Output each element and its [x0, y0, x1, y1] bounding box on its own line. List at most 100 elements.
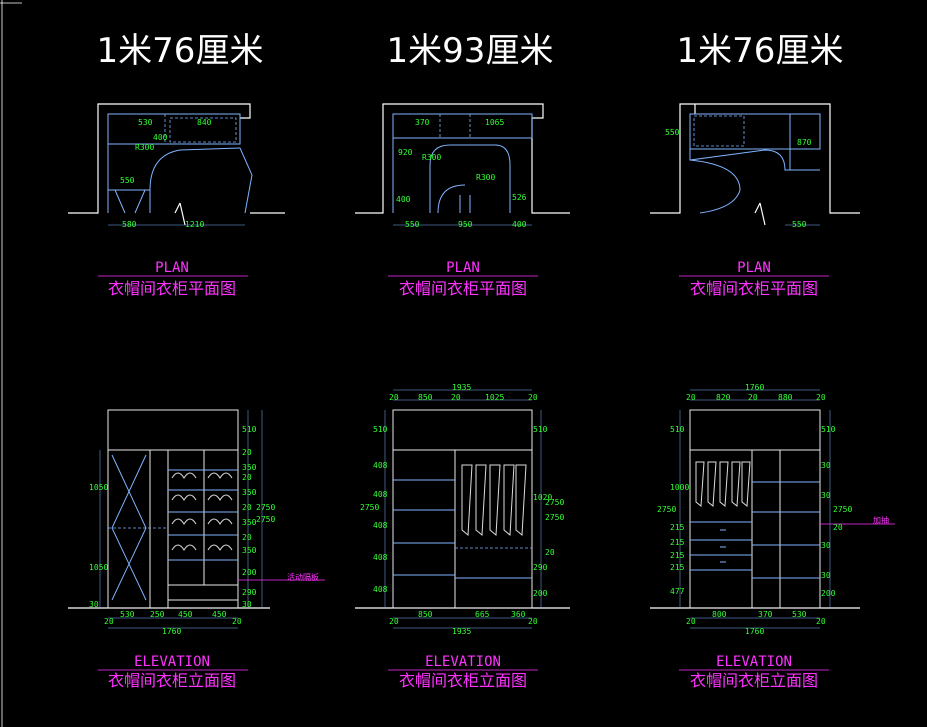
plan1-dim: 580: [122, 220, 137, 229]
elev3-label-en: ELEVATION: [716, 654, 792, 670]
elev2-top-dim: 20: [528, 393, 538, 402]
elev2-left-dim: 510: [373, 425, 388, 434]
elev3-top-dim: 20: [816, 393, 826, 402]
plan-1: 530 840 400 R300 550 580 1210 PLAN 衣帽间衣柜…: [68, 103, 285, 298]
plan2-dim: 370: [415, 118, 430, 127]
elev3-left-dim: 215: [670, 523, 685, 532]
elev3-left-dim: 1000: [670, 483, 689, 492]
elev3-right-dim: 30: [821, 541, 831, 550]
elev1-right-dim: 350: [242, 488, 257, 497]
elev3-bottom-dim: 20: [686, 617, 696, 626]
plan3-dim: 550: [792, 220, 807, 229]
elev3-bottom-dim: 800: [712, 610, 727, 619]
elev3-left-dim: 477: [670, 587, 685, 596]
title-3: 1米76厘米: [677, 31, 844, 71]
elev3-left-dim: 215: [670, 563, 685, 572]
elev1-right-dim: 2750: [256, 503, 275, 512]
elev1-bottom-dim: 20: [232, 617, 242, 626]
elev3-top-dim: 20: [748, 393, 758, 402]
elev2-right-dim: 200: [533, 589, 548, 598]
elev2-bottom-dim: 850: [418, 610, 433, 619]
elev3-left-dim: 510: [670, 425, 685, 434]
elev2-left-dim: 408: [373, 490, 388, 499]
elev2-right-dim: 1020: [533, 493, 552, 502]
elev2-label-en: ELEVATION: [425, 654, 501, 670]
elev2-top-dim: 20: [389, 393, 399, 402]
elev1-bottom-dim: 450: [178, 610, 193, 619]
elev2-top-total: 1935: [452, 383, 471, 392]
elev3-top-total: 1760: [745, 383, 764, 392]
elev2-bottom-dim: 20: [389, 617, 399, 626]
elev2-bottom-dim: 360: [511, 610, 526, 619]
plan1-label-en: PLAN: [155, 260, 189, 276]
elev2-left-dim: 408: [373, 553, 388, 562]
elev3-top-dim: 20: [686, 393, 696, 402]
elev1-note: 活动隔板: [287, 572, 319, 582]
elev2-right-dim: 290: [533, 563, 548, 572]
elevation-3: 加抽 1760 20 820 20 880 20 510 1000 215 21…: [650, 383, 895, 690]
plan2-label-cn: 衣帽间衣柜平面图: [399, 279, 527, 298]
elev2-left-dim: 408: [373, 521, 388, 530]
elev3-label-cn: 衣帽间衣柜立面图: [690, 671, 818, 690]
elev2-left-total: 2750: [360, 503, 379, 512]
plan2-dim: 1065: [485, 118, 504, 127]
plan1-label-cn: 衣帽间衣柜平面图: [108, 279, 236, 298]
elev3-left-total: 2750: [657, 505, 676, 514]
elev3-left-dim: 215: [670, 551, 685, 560]
plan-2: 370 1065 920 R300 R300 400 526 550 950 4…: [355, 103, 570, 298]
plan2-dim: 526: [512, 193, 527, 202]
plan1-dim: 550: [120, 176, 135, 185]
elev3-bottom-dim: 370: [758, 610, 773, 619]
elev3-right-dim: 20: [833, 523, 843, 532]
elev1-left-dim: 30: [89, 600, 99, 609]
plan1-dim: 530: [138, 118, 153, 127]
plan3-dim: 550: [665, 128, 680, 137]
plan-3: 550 870 550 PLAN 衣帽间衣柜平面图: [650, 103, 860, 298]
elev1-total-dim: 1760: [162, 627, 181, 636]
elev2-bottom-dim: 20: [528, 617, 538, 626]
elev3-right-dim: 30: [821, 571, 831, 580]
plan2-dim: 950: [458, 220, 473, 229]
elev2-right-dim: 20: [545, 548, 555, 557]
plan2-label-en: PLAN: [446, 260, 480, 276]
elev2-top-dim: 850: [418, 393, 433, 402]
elev1-bottom-dim: 530: [120, 610, 135, 619]
elev3-bottom-dim: 20: [816, 617, 826, 626]
plan3-label-en: PLAN: [737, 260, 771, 276]
elev1-right-dim: 20: [242, 503, 252, 512]
elev3-bottom-dim: 530: [792, 610, 807, 619]
elev1-right-dim: 30: [242, 600, 252, 609]
plan1-dim: 400: [153, 133, 168, 142]
elev3-right-dim: 30: [821, 491, 831, 500]
elev1-right-dim: 200: [242, 568, 257, 577]
elev1-right-dim: 20: [242, 448, 252, 457]
elev3-right-dim: 30: [821, 461, 831, 470]
elevation-2: 1935 20 850 20 1025 20 510 408 408 408 4…: [355, 383, 570, 690]
elev1-right-dim: 350: [242, 463, 257, 472]
elev2-top-dim: 1025: [485, 393, 504, 402]
elev1-right-dim: 20: [242, 533, 252, 542]
plan2-dim: 920: [398, 148, 413, 157]
elev1-left-dim: 1050: [89, 483, 108, 492]
elev1-bottom-dim: 450: [212, 610, 227, 619]
elev2-right-total: 2750: [545, 513, 564, 522]
elev2-bottom-total: 1935: [452, 627, 471, 636]
elev1-bottom-dim: 20: [104, 617, 114, 626]
elev3-top-dim: 820: [716, 393, 731, 402]
plan2-dim: R300: [476, 173, 495, 182]
elev3-right-dim: 200: [821, 589, 836, 598]
elev2-top-dim: 20: [451, 393, 461, 402]
title-1: 1米76厘米: [97, 31, 264, 71]
elev1-label-cn: 衣帽间衣柜立面图: [108, 671, 236, 690]
plan1-dim: R300: [135, 143, 154, 152]
elev1-bottom-dim: 250: [150, 610, 165, 619]
plan2-dim: 400: [396, 195, 411, 204]
elev1-right-dim: 510: [242, 425, 257, 434]
elev1-left-dim: 1050: [89, 563, 108, 572]
elev2-label-cn: 衣帽间衣柜立面图: [399, 671, 527, 690]
elev2-bottom-dim: 665: [475, 610, 490, 619]
title-2: 1米93厘米: [387, 31, 554, 71]
elev1-label-en: ELEVATION: [134, 654, 210, 670]
plan3-label-cn: 衣帽间衣柜平面图: [690, 279, 818, 298]
